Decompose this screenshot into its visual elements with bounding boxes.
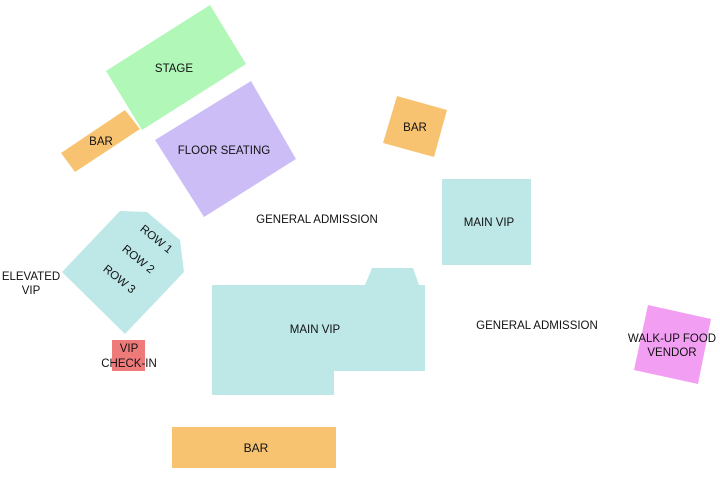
food-vendor-shape — [634, 305, 711, 384]
stage-area[interactable]: STAGE — [106, 5, 246, 130]
floor-seating-label: FLOOR SEATING — [178, 145, 270, 157]
vip-checkin-label-line2: CHECK-IN — [101, 358, 157, 370]
food-vendor-label-line2: VENDOR — [647, 347, 696, 359]
floor-seating-shape — [155, 81, 296, 217]
food-vendor-label-line1: WALK-UP FOOD — [628, 333, 716, 345]
bar-left-area[interactable]: BAR — [61, 110, 140, 172]
main-vip-large-label: MAIN VIP — [290, 324, 341, 336]
bar-top-label: BAR — [403, 122, 427, 134]
main-vip-large-area[interactable]: MAIN VIP — [212, 268, 425, 395]
food-vendor-area[interactable]: WALK-UP FOOD VENDOR — [628, 305, 716, 384]
main-vip-small-label: MAIN VIP — [464, 217, 515, 229]
elevated-vip-area[interactable]: ROW 1 ROW 2 ROW 3 — [62, 211, 184, 334]
floor-seating-area[interactable]: FLOOR SEATING — [155, 81, 296, 217]
main-vip-small-area[interactable]: MAIN VIP — [442, 179, 531, 265]
main-vip-large-shape — [212, 268, 425, 395]
bar-top-shape — [383, 96, 447, 157]
bar-bottom-label: BAR — [244, 441, 269, 455]
elevated-vip-shape — [62, 211, 184, 334]
main-vip-small-shape — [442, 179, 531, 265]
vip-checkin-area[interactable]: VIP CHECK-IN — [101, 340, 157, 371]
vip-checkin-label-line1: VIP — [120, 343, 139, 355]
elevated-vip-label-line2: VIP — [22, 285, 41, 297]
general-admission-label-right: GENERAL ADMISSION — [476, 320, 598, 332]
bar-top-area[interactable]: BAR — [383, 96, 447, 157]
general-admission-label-top: GENERAL ADMISSION — [256, 214, 378, 226]
elevated-vip-label-line1: ELEVATED — [2, 271, 60, 283]
stage-label: STAGE — [155, 63, 193, 75]
bar-bottom-shape — [172, 427, 336, 468]
vip-checkin-shape — [112, 340, 145, 371]
bar-left-label: BAR — [89, 136, 113, 148]
bar-left-shape — [61, 110, 140, 172]
bar-bottom-area[interactable]: BAR — [172, 427, 336, 468]
stage-shape — [106, 5, 246, 130]
